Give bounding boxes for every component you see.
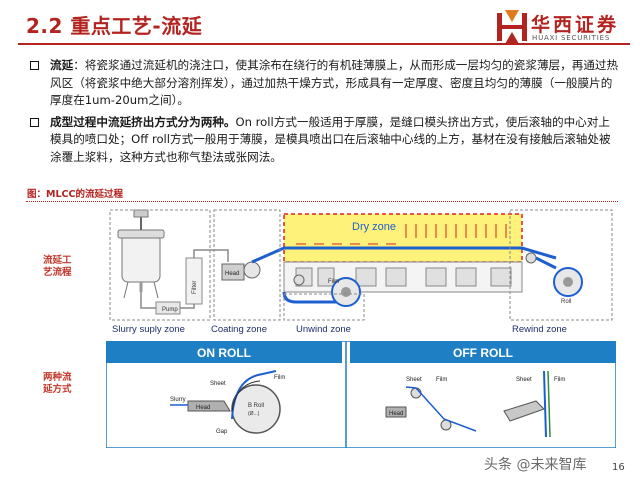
off-film-label: Film — [436, 377, 447, 383]
bullet-lead: 成型过程中流延挤出方式分为两种。 — [50, 114, 236, 129]
head: Head — [221, 263, 245, 281]
pump-label: Pump — [162, 307, 178, 313]
machine-panels — [295, 267, 512, 287]
label-casting-methods: 两种流延方式 — [43, 372, 72, 395]
source-watermark: 头条 @未来智库 — [484, 457, 587, 473]
filter-label: Filter — [192, 281, 198, 294]
hot-air-arrows — [405, 224, 507, 238]
off-head-label: Head — [389, 411, 403, 417]
huaxi-logo-icon — [497, 10, 527, 44]
zone-slurry-supply: Slurry suply zone — [112, 324, 185, 335]
on-slurry-label: Slurry — [170, 397, 186, 403]
zone-brackets — [109, 209, 613, 321]
label-casting-process: 流延工艺流程 — [43, 255, 72, 278]
bullet-text: ：将瓷浆通过流延机的浇注口，使其涂布在绕行的有机硅薄膜上，从而形成一层均匀的瓷浆… — [50, 58, 619, 107]
logo-chinese-name: 华西证券 — [531, 14, 620, 36]
off-roll-title: OFF ROLL — [453, 346, 513, 360]
on-roll-illustration: B Roll (Ø...) Head Slurry Sheet Film Gap — [170, 370, 285, 435]
figure-divider — [26, 201, 618, 202]
bullet-text: On roll方式一般适用于厚膜，是缝口模头挤出方式，使后滚轴的中心对上模具的喷… — [50, 114, 611, 164]
figure-caption: 图：MLCC的流延过程 — [27, 189, 123, 200]
off-sheet-label: Sheet — [406, 377, 422, 383]
casting-process-diagram: Pump Filter Head Dry zone Film Roll — [109, 209, 613, 335]
bullet-box-icon — [30, 117, 39, 127]
on-film-label: Film — [274, 375, 285, 381]
on-head-label: Head — [196, 405, 210, 411]
slurry-tank — [117, 209, 165, 299]
title-divider — [18, 43, 630, 45]
bullet-box-icon — [30, 61, 39, 70]
b-roll-label: B Roll — [248, 403, 264, 409]
off-roll-header — [350, 341, 616, 363]
head-label: Head — [225, 271, 239, 277]
pump: Pump — [155, 301, 181, 315]
slide-title: 2.2 重点工艺-流延 — [26, 14, 203, 38]
dry-zone-label: Dry zone — [352, 221, 396, 233]
bullet-extrusion: 成型过程中流延挤出方式分为两种。On roll方式一般适用于厚膜，是缝口模头挤出… — [30, 114, 620, 167]
film-label: Film — [328, 279, 339, 285]
dry-zone — [283, 213, 523, 263]
on-sheet-label: Sheet — [210, 381, 226, 387]
zone-rewind: Rewind zone — [512, 324, 567, 335]
zone-coating: Coating zone — [211, 324, 267, 335]
on-roll-header — [106, 341, 342, 363]
roll-label: Roll — [561, 299, 571, 305]
svg-text:Sheet: Sheet — [516, 377, 532, 383]
zone-unwind: Unwind zone — [296, 324, 351, 335]
company-logo: 华西证券 HUAXI SECURITIES — [497, 8, 631, 48]
svg-text:(Ø...): (Ø...) — [248, 411, 260, 417]
bullet-casting: 流延：将瓷浆通过流延机的浇注口，使其涂布在绕行的有机硅薄膜上，从而形成一层均匀的… — [30, 57, 620, 110]
bullet-list: 流延：将瓷浆通过流延机的浇注口，使其涂布在绕行的有机硅薄膜上，从而形成一层均匀的… — [30, 57, 620, 170]
svg-text:Film: Film — [554, 377, 565, 383]
casting-methods-panel: ON ROLL OFF ROLL B Roll (Ø...) Head Slur… — [106, 341, 616, 448]
filter: Filter — [185, 257, 203, 305]
on-gap-label: Gap — [216, 429, 228, 435]
page-number: 16 — [612, 462, 625, 473]
logo-english-name: HUAXI SECURITIES — [532, 34, 611, 42]
off-roll-illustration-2: Film Sheet — [503, 370, 565, 438]
bullet-lead: 流延 — [50, 58, 74, 72]
on-roll-title: ON ROLL — [197, 346, 251, 360]
off-roll-illustration-1: Head Sheet Film — [385, 377, 477, 432]
